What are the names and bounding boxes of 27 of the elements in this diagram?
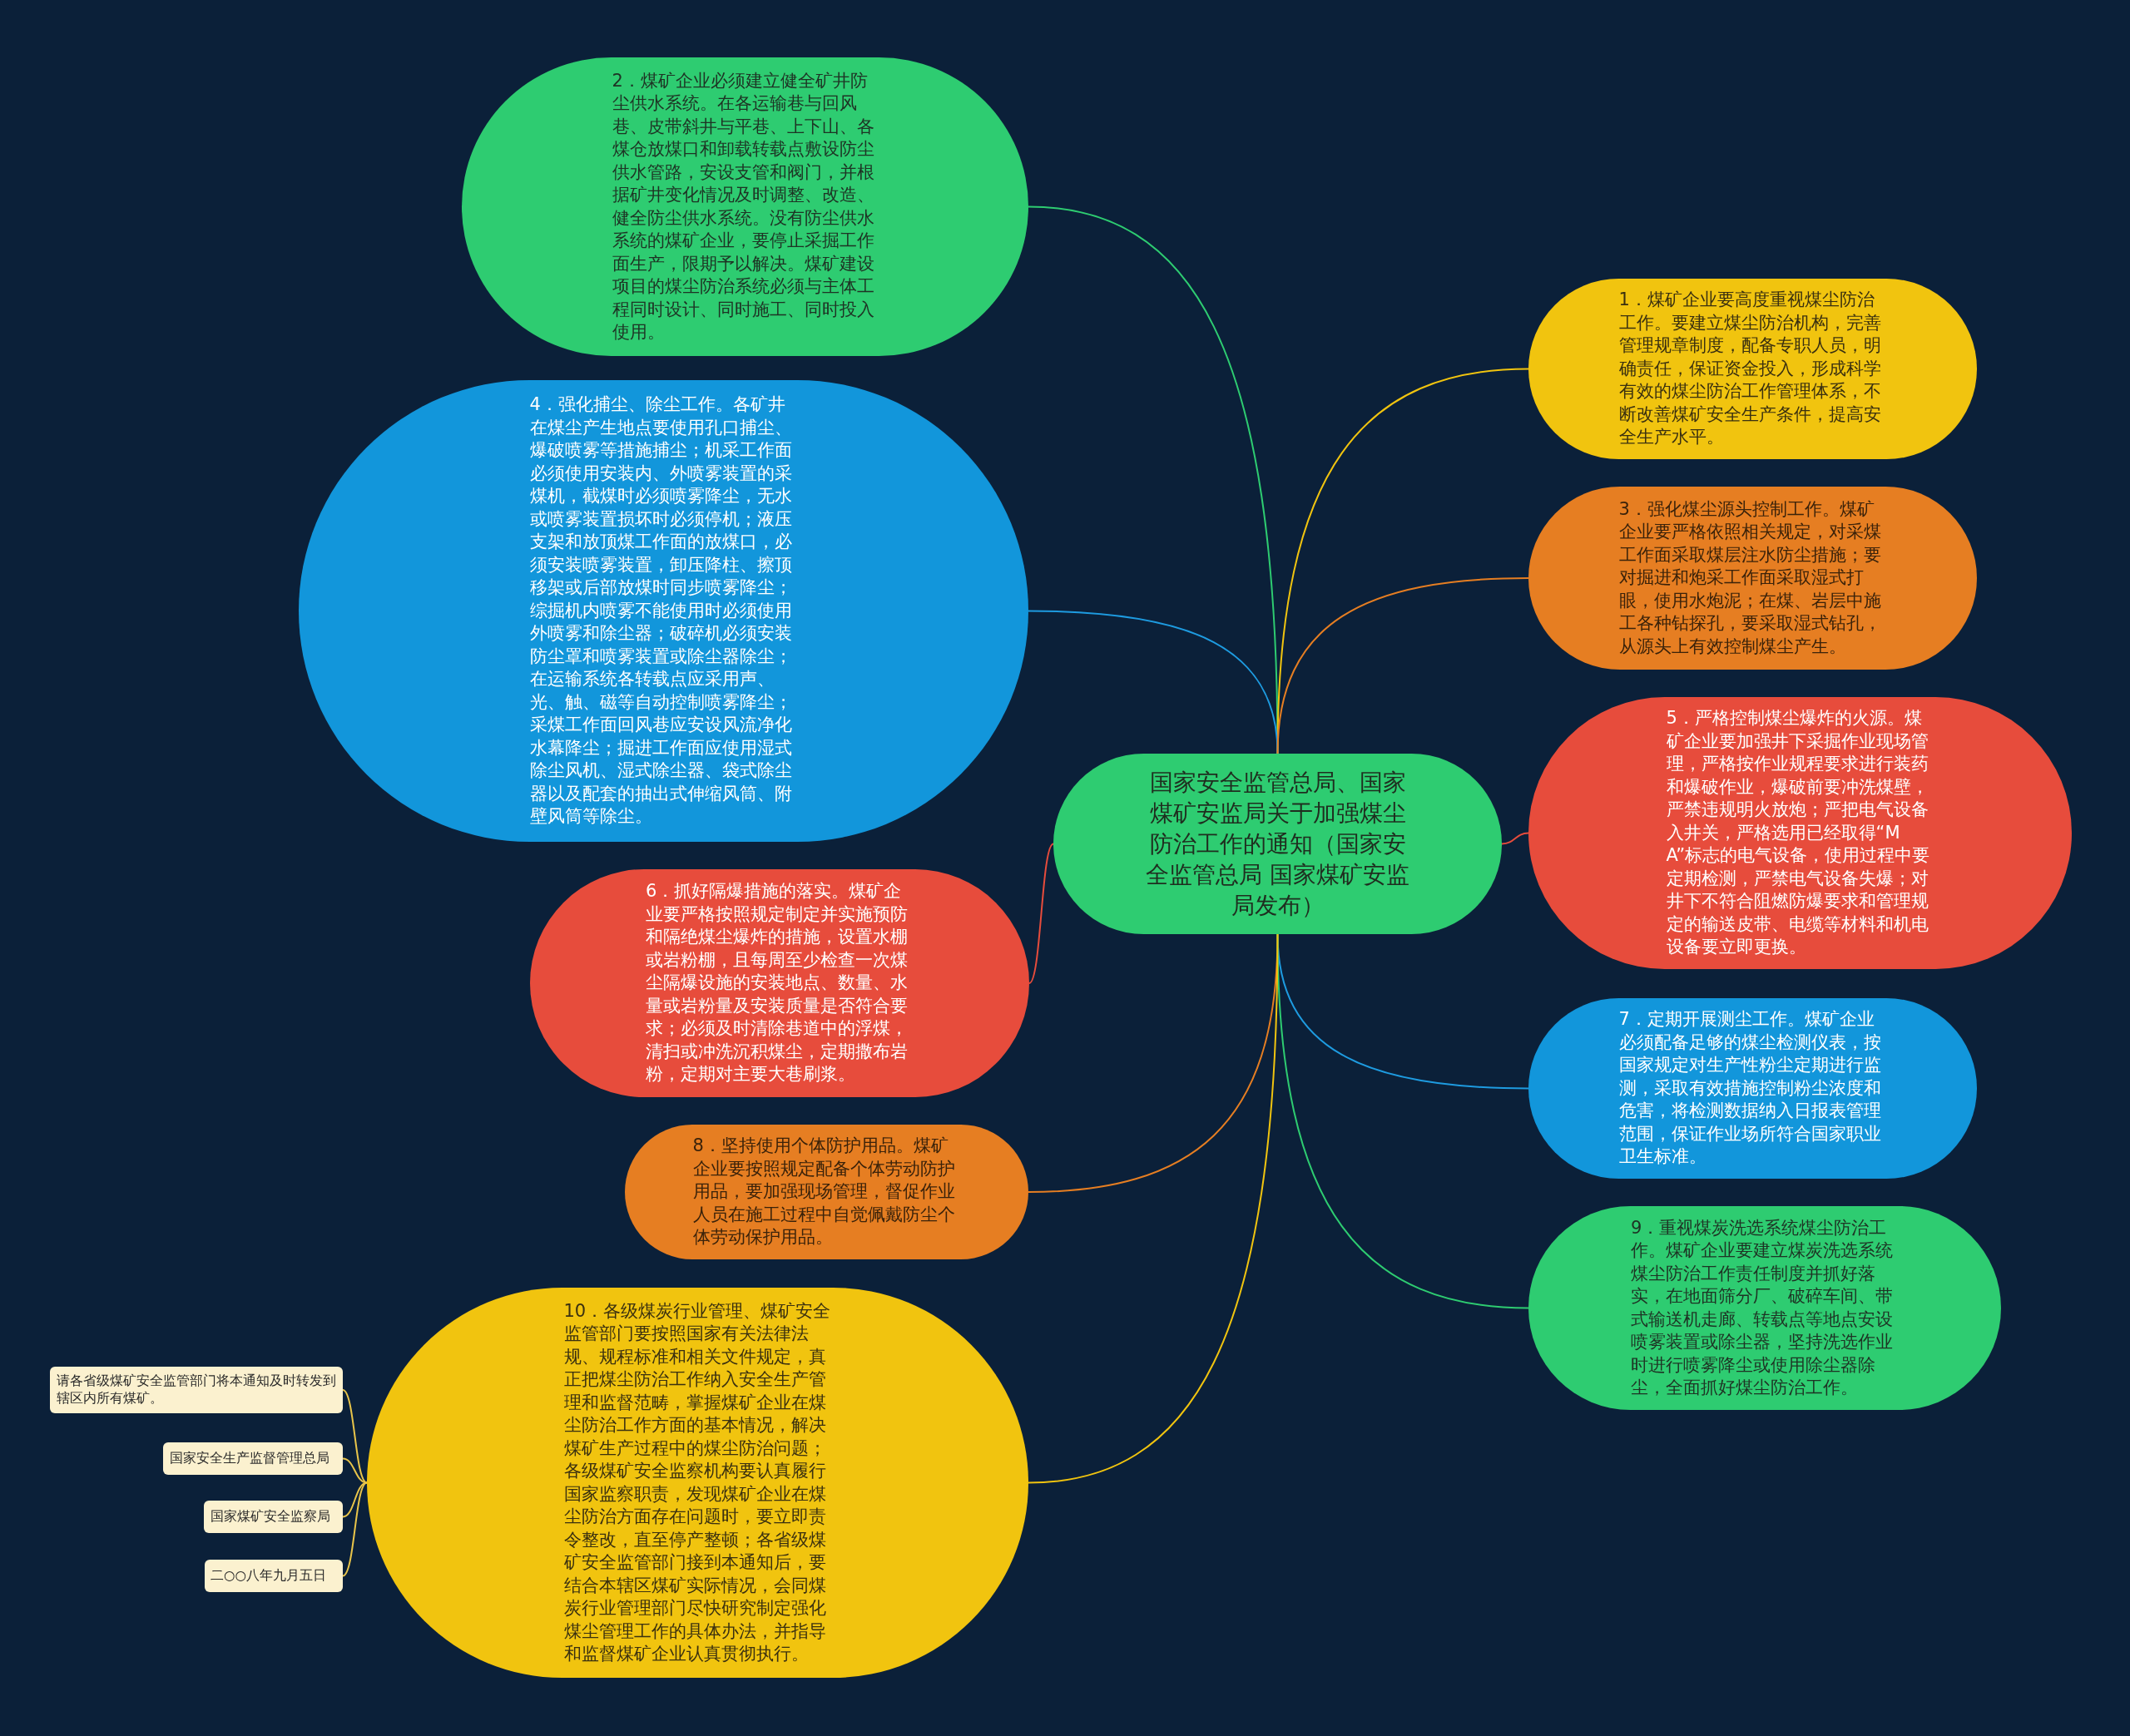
note-card (163, 1442, 343, 1475)
bubble-text: 国家安全监管总局、国家煤矿安监局关于加强煤尘防治工作的通知（国家安全监管总局 国家煤矿安监局发布） (1145, 768, 1410, 921)
bubble-text: 9．重视煤炭洗选系统煤尘防治工作。煤矿企业要建立煤炭洗选系统煤尘防治工作责任制度并抓好落实，在地面筛分厂、破碎车间、带式输送机走廊、转载点等地点安设喷雾装置或除尘器，坚持洗选作业时进行喷雾降尘或使用除尘器除尘，全面抓好煤尘防治工作。 (1631, 1216, 1894, 1399)
note-text: 国家安全生产监督管理总局 (170, 1450, 330, 1467)
connector-line (1028, 610, 1279, 754)
bubble-text: 3．强化煤尘源头控制工作。煤矿企业要严格依照相关规定，对采煤工作面采取煤层注水防尘措施；要对掘进和炮采工作面采取湿式打眼，使用水炮泥；在煤、岩层中施工各种钻探孔，要采取湿式钻孔，从源头上有效控制煤尘产生。 (1618, 497, 1882, 658)
bubble-text: 10．各级煤炭行业管理、煤矿安全监管部门要按照国家有关法律法规、规程标准和相关文件规定，真正把煤尘防治工作纳入安全生产管理和监督范畴，掌握煤矿企业在煤尘防治工作方面的基本情况，解决煤矿生产过程中的煤尘防治问题；各级煤矿安全监察机构要认真履行国家监察职责，发现煤矿企业在煤尘防治方面存在问题时，要立即责令整改，直至停产整顿；各省级煤矿安全监管部门接到本通知后，要结合本辖区煤矿实际情况，会同煤炭行业管理部门尽快研究制定强化煤尘管理工作的具体办法，并指导和监督煤矿企业认真贯彻执行。 (563, 1299, 832, 1665)
note-card (50, 1367, 343, 1413)
bubble-text: 8．坚持使用个体防护用品。煤矿企业要按照规定配备个体劳动防护用品，要加强现场管理，督促作业人员在施工过程中自觉佩戴防尘个体劳动保护用品。 (692, 1135, 956, 1249)
connector-line (342, 1481, 368, 1577)
note-text: 国家煤矿安全监察局 (210, 1508, 331, 1526)
connector-line (1276, 933, 1529, 1309)
connector-line (342, 1389, 368, 1484)
connector-line (1501, 832, 1529, 845)
bubble-text: 1．煤矿企业要高度重视煤尘防治工作。要建立煤尘防治机构，完善管理规章制度，配备专职人员，明确责任，保证资金投入，形成科学有效的煤尘防治工作管理体系，不断改善煤矿安全生产条件，提高安全生产水平。 (1618, 289, 1882, 449)
bubble-text: 6．抓好隔爆措施的落实。煤矿企业要严格按照规定制定并实施预防和隔绝煤尘爆炸的措施，设置水棚或岩粉棚，且每周至少检查一次煤尘隔爆设施的安装地点、数量、水量或岩粉量及安装质量是否符合要求；必须及时清除巷道中的浮煤，清扫或冲洗沉积煤尘，定期撒布岩粉，定期对主要大巷刷浆。 (646, 880, 909, 1086)
note-text: 二○○八年九月五日 (211, 1567, 328, 1585)
bubble-text: 7．定期开展测尘工作。煤矿企业必须配备足够的煤尘检测仪表，按国家规定对生产性粉尘定期进行监测，采取有效措施控制粉尘浓度和危害，将检测数据纳入日报表管理范围，保证作业场所符合国家职业卫生标准。 (1618, 1008, 1882, 1169)
bubble-text: 2．煤矿企业必须建立健全矿井防尘供水系统。在各运输巷与回风巷、皮带斜井与平巷、上下山、各煤仓放煤口和卸载转载点敷设防尘供水管路，安设支管和阀门，并根据矿井变化情况及时调整、改造、健全防尘供水系统。没有防尘供水系统的煤矿企业，要停止采掘工作面生产，限期予以解决。煤矿建设项目的煤尘防治系统必须与主体工程同时设计、同时施工、同时投入使用。 (612, 69, 875, 344)
note-card (205, 1560, 343, 1592)
bubble-text: 5．严格控制煤尘爆炸的火源。煤矿企业要加强井下采掘作业现场管理，严格按作业规程要求进行装药和爆破作业，爆破前要冲洗煤壁，严禁违规明火放炮；严把电气设备入井关，严格选用已经取得“MA”标志的电气设备，使用过程中要定期检测，严禁电气设备失爆；对井下不符合阻燃防爆要求和管理规定的输送皮带、电缆等材料和机电设备要立即更换。 (1666, 707, 1931, 959)
bubble-text: 4．强化捕尘、除尘工作。各矿井在煤尘产生地点要使用孔口捕尘、爆破喷雾等措施捕尘；机采工作面必须使用安装内、外喷雾装置的采煤机，截煤时必须喷雾降尘，无水或喷雾装置损坏时必须停机；液压支架和放顶煤工作面的放煤口，必须安装喷雾装置，卸压降柱、擦顶移架或后部放煤时同步喷雾降尘；综掘机内喷雾不能使用时必须使用外喷雾和除尘器；破碎机必须安装防尘罩和喷雾装置或除尘器除尘；在运输系统各转载点应采用声、光、触、磁等自动控制喷雾降尘；采煤工作面回风巷应安设风流净化水幕降尘；掘进工作面应使用湿式除尘风机、湿式除尘器、袋式除尘器以及配套的抽出式伸缩风筒、附壁风筒等除尘。 (529, 393, 793, 828)
connector-line (1028, 933, 1279, 1484)
connector-line (1028, 843, 1054, 984)
note-text: 请各省级煤矿安全监管部门将本通知及时转发到辖区内所有煤矿。 (57, 1372, 336, 1407)
note-card (204, 1501, 343, 1533)
connector-line (1276, 577, 1529, 754)
